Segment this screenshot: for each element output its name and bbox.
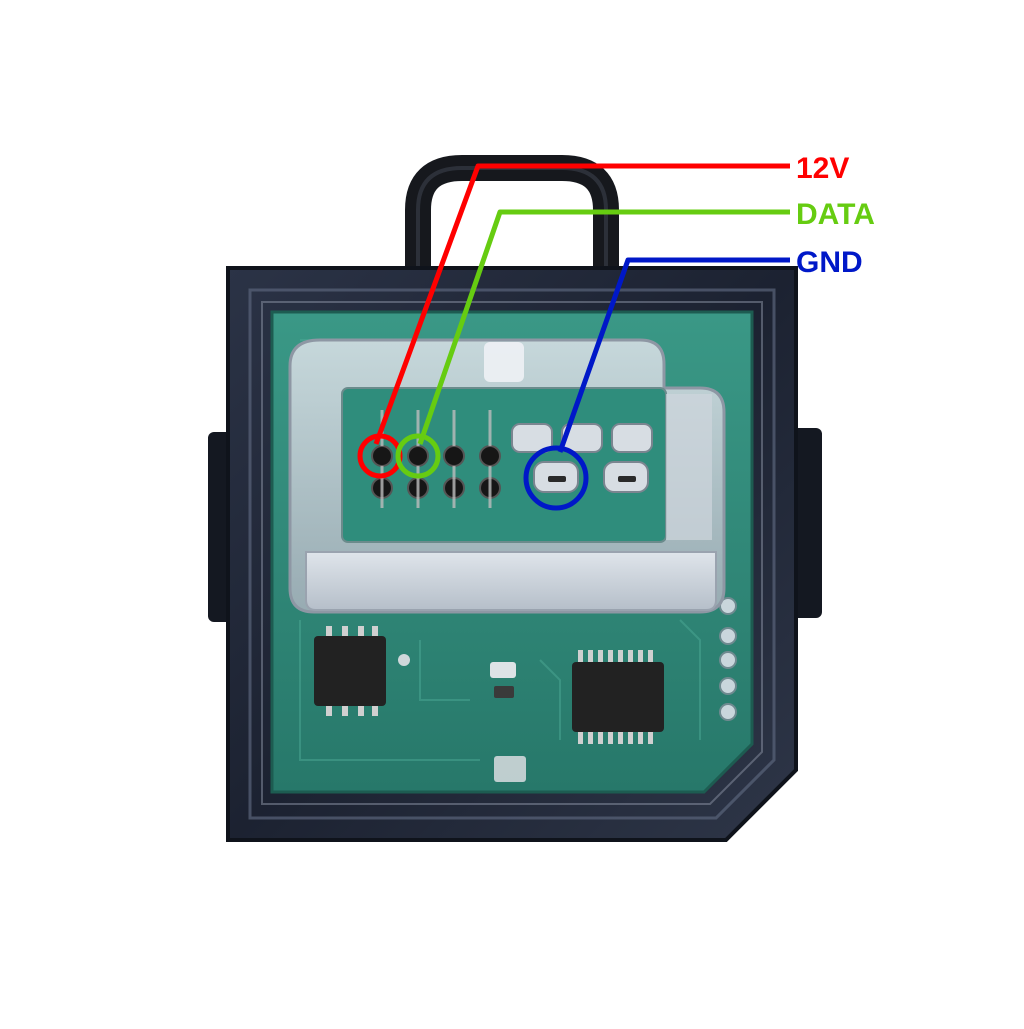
callout-line-gnd [557, 257, 790, 453]
connector-shroud [288, 338, 726, 614]
pinout-callouts [357, 163, 790, 511]
callout-line-data [417, 209, 790, 445]
pcb-chip-icon [314, 626, 664, 782]
label-data: DATA [796, 198, 875, 231]
callout-ring-gnd [523, 445, 589, 511]
header-pins [371, 410, 501, 508]
label-12v: 12V [796, 152, 849, 185]
test-pads [719, 597, 737, 721]
callout-line-12v [373, 163, 790, 445]
right-clip [792, 428, 822, 618]
label-gnd: GND [796, 246, 863, 279]
socket-contacts [511, 423, 653, 493]
callout-ring-data [395, 433, 441, 479]
